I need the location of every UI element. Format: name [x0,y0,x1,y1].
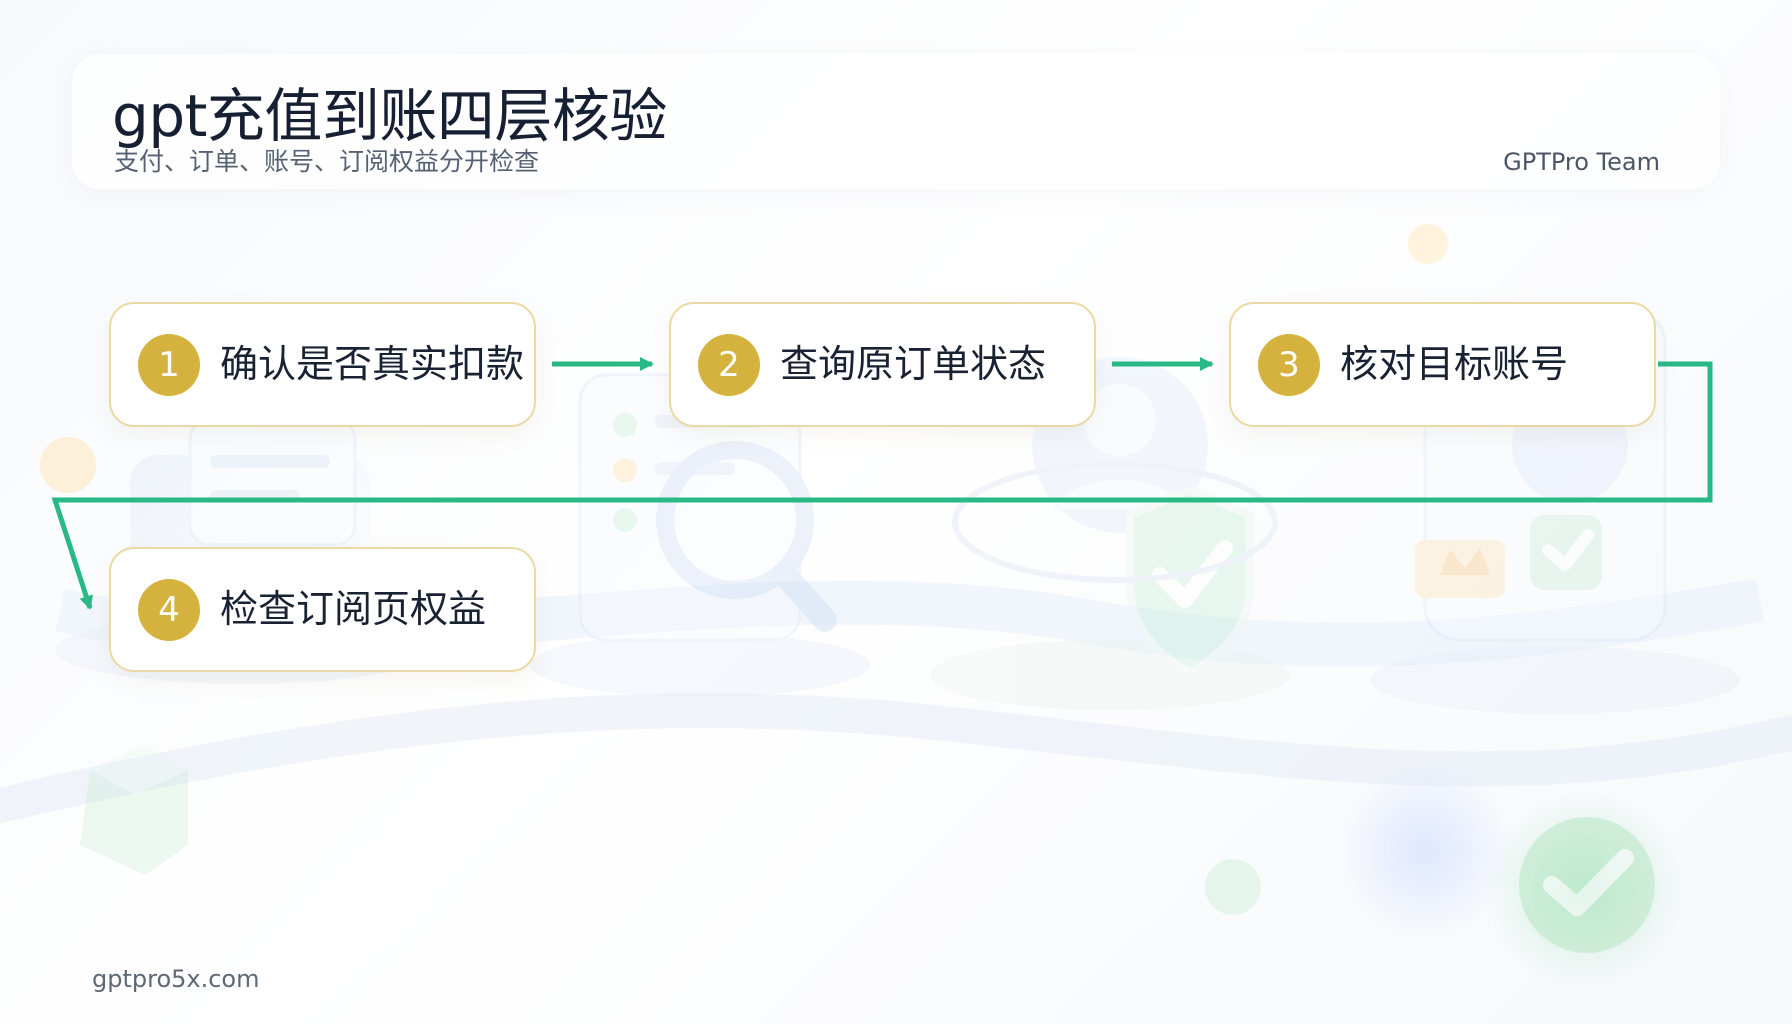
page-title: gpt充值到账四层核验 [112,82,667,150]
green-glow-icon [1485,790,1685,990]
step-number-badge: 3 [1258,334,1320,396]
step-number-badge: 1 [138,334,200,396]
header-panel [72,54,1720,189]
page-subtitle: 支付、订单、账号、订阅权益分开检查 [114,147,540,176]
step-label: 核对目标账号 [1340,342,1569,386]
step-label: 查询原订单状态 [780,342,1047,386]
step-label: 确认是否真实扣款 [220,342,525,386]
step-card-3: 3 核对目标账号 [1229,302,1656,427]
step-card-4: 4 检查订阅页权益 [109,547,536,672]
step-label: 检查订阅页权益 [220,587,487,631]
cube-icon [80,745,188,875]
team-label: GPTPro Team [1503,148,1660,176]
check-badge-icon [1519,817,1655,953]
step-number-badge: 2 [698,334,760,396]
website-url: gptpro5x.com [92,965,260,993]
step-card-2: 2 查询原订单状态 [669,302,1096,427]
step-card-1: 1 确认是否真实扣款 [109,302,536,427]
step-number-badge: 4 [138,579,200,641]
blue-glow-icon [1335,760,1515,940]
